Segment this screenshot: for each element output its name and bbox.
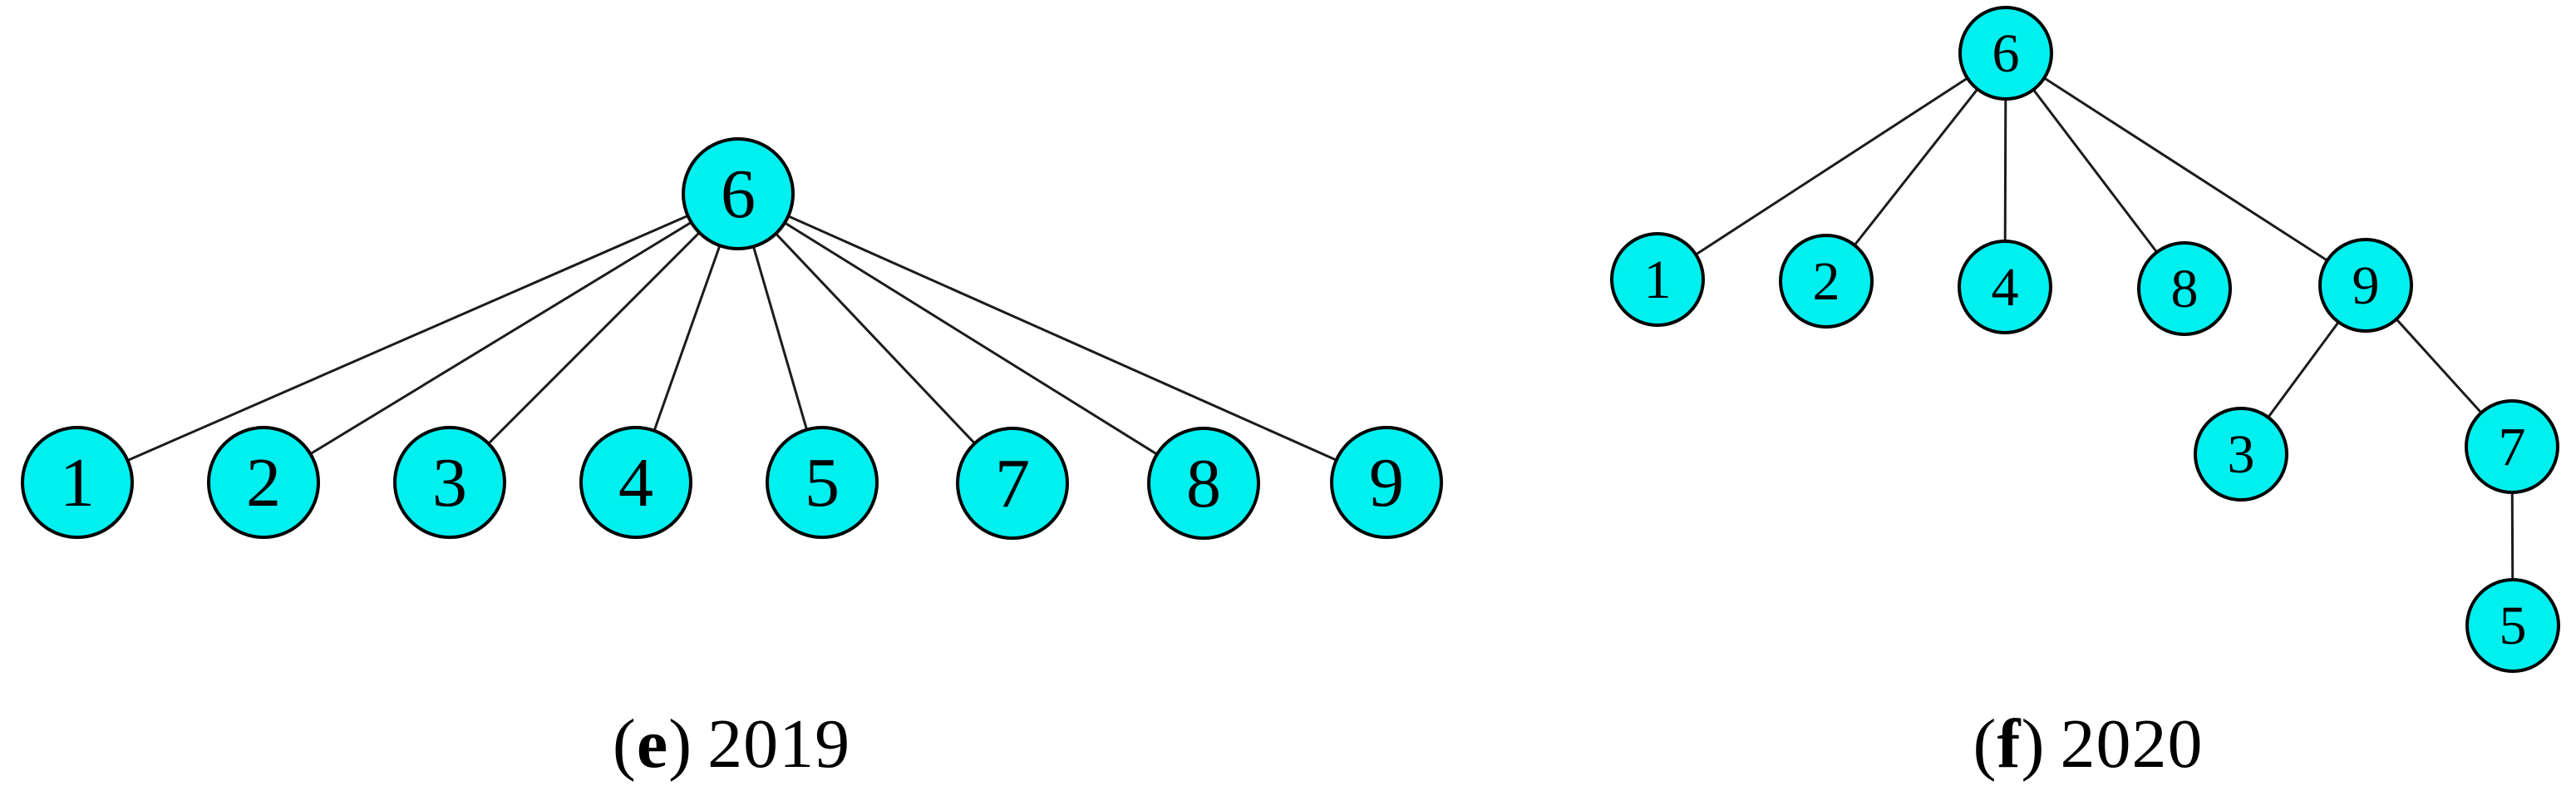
- caption-e-letter: e: [636, 705, 669, 783]
- edge-e-6-3: [448, 192, 740, 484]
- node-label-f-5: 5: [2500, 596, 2527, 656]
- node-label-e-1: 1: [60, 444, 95, 522]
- caption-f: (f)2020: [1973, 704, 2204, 784]
- node-f-3: [2194, 407, 2288, 502]
- node-label-f-8: 8: [2171, 259, 2199, 319]
- node-f-9: [2318, 238, 2413, 333]
- node-e-9: [1330, 426, 1443, 539]
- node-f-1: [1610, 232, 1705, 327]
- node-f-2: [1779, 234, 1874, 329]
- caption-e-paren-open: (: [612, 705, 637, 783]
- tree-f: 6 1 2 4 8 9 3 7 5: [1610, 6, 2560, 673]
- edge-f-6-2: [1825, 52, 2007, 282]
- node-e-5: [766, 426, 879, 539]
- node-label-f-1: 1: [1644, 250, 1672, 310]
- caption-f-paren-open: (: [1973, 705, 1997, 783]
- edge-f-6-8: [2004, 52, 2186, 289]
- caption-e-year: 2019: [707, 705, 851, 783]
- node-label-e-8: 8: [1186, 445, 1221, 522]
- node-e-8: [1147, 427, 1260, 540]
- caption-f-year: 2020: [2060, 705, 2204, 783]
- node-f-8: [2137, 241, 2232, 336]
- node-label-f-4: 4: [1992, 257, 2019, 318]
- node-e-1: [21, 426, 134, 539]
- node-f-6: [1958, 6, 2053, 101]
- edge-e-6-8: [737, 192, 1204, 485]
- node-label-e-6: 6: [721, 156, 756, 233]
- edge-e-6-2: [263, 192, 739, 484]
- node-e-6: [682, 137, 795, 250]
- edge-f-6-9: [2005, 52, 2367, 287]
- node-label-f-9: 9: [2352, 255, 2380, 316]
- node-label-f-6: 6: [1992, 23, 2020, 84]
- caption-e-paren-close: ): [668, 705, 693, 783]
- node-label-f-2: 2: [1813, 251, 1840, 312]
- node-label-e-4: 4: [618, 444, 653, 522]
- edge-e-6-1: [76, 192, 739, 484]
- node-e-2: [207, 426, 320, 539]
- node-label-e-3: 3: [432, 444, 467, 522]
- node-f-4: [1958, 240, 2052, 334]
- node-label-f-7: 7: [2499, 417, 2526, 477]
- node-label-e-2: 2: [246, 444, 281, 522]
- node-e-7: [956, 427, 1069, 540]
- node-e-3: [393, 426, 506, 539]
- caption-f-paren-close: ): [2021, 705, 2046, 783]
- edge-e-6-9: [737, 192, 1387, 484]
- caption-f-letter: f: [1997, 705, 2022, 783]
- node-f-5: [2465, 578, 2560, 673]
- edge-e-6-7: [736, 192, 1014, 485]
- node-e-4: [579, 426, 692, 539]
- node-label-f-3: 3: [2228, 424, 2255, 485]
- node-label-e-5: 5: [805, 444, 840, 522]
- node-label-e-9: 9: [1369, 444, 1404, 522]
- node-f-7: [2465, 399, 2559, 494]
- tree-e: 6 1 2 3 4 5 7 8 9: [21, 137, 1443, 540]
- node-label-e-7: 7: [995, 445, 1030, 522]
- caption-e: (e)2019: [613, 704, 850, 784]
- edge-f-6-1: [1657, 52, 2007, 281]
